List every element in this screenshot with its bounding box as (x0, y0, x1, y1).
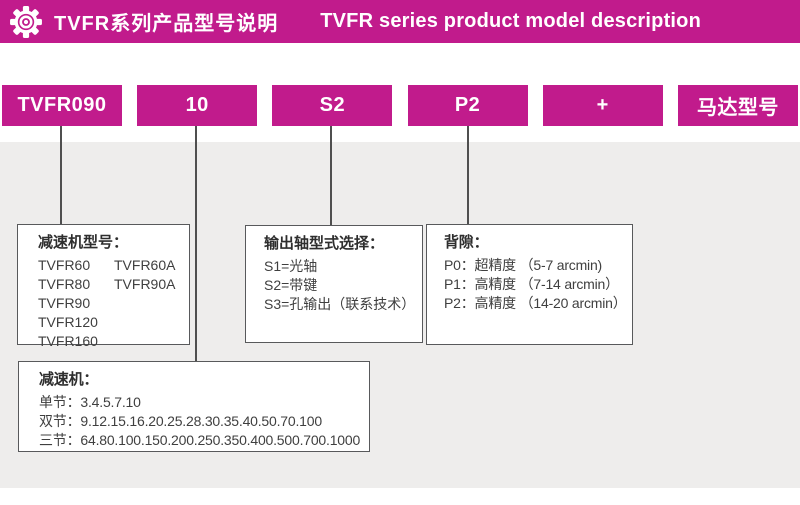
model-cell: TVFR90A (114, 276, 176, 292)
gear-icon (8, 4, 44, 40)
list-item: 双节：9.12.15.16.20.25.28.30.35.40.50.70.10… (39, 413, 322, 429)
segment-plus: + (542, 85, 663, 126)
list-item: P1：高精度 （7-14 arcmin） (444, 276, 619, 292)
model-code-row: TVFR090 10 S2 P2 + 马达型号 (2, 85, 798, 126)
box-reducer-ratio: 减速机： 单节：3.4.5.7.10 双节：9.12.15.16.20.25.2… (18, 361, 370, 452)
connector-line-output-shaft (330, 126, 332, 225)
list-item: P0：超精度 （5-7 arcmin) (444, 257, 603, 273)
model-cell: TVFR80 (38, 276, 91, 292)
list-item: P2：高精度 （14-20 arcmin） (444, 295, 627, 311)
table-row: TVFR160 (38, 332, 189, 351)
connector-line-backlash (467, 126, 469, 224)
segment-output-shaft: S2 (272, 85, 393, 126)
box-reducer-models: 减速机型号： TVFR60 TVFR60A TVFR80 TVFR90A TVF… (17, 224, 190, 349)
box-reducer-models-title: 减速机型号： (38, 234, 129, 251)
model-cell: TVFR60 (38, 257, 91, 273)
segment-ratio: 10 (137, 85, 258, 126)
list-item: 三节：64.80.100.150.200.250.350.400.500.700… (39, 432, 361, 448)
model-cell: TVFR90 (38, 295, 91, 311)
model-cell: TVFR160 (38, 333, 98, 349)
model-cell: TVFR60A (114, 257, 176, 273)
table-row: TVFR60 TVFR60A (38, 256, 189, 275)
segment-reducer-model: TVFR090 (2, 85, 122, 126)
segment-backlash: P2 (407, 85, 528, 126)
table-row: TVFR80 TVFR90A (38, 275, 189, 294)
model-cell: TVFR120 (38, 314, 98, 330)
page-title-en: TVFR series product model description (320, 10, 702, 32)
list-item: S2=带键 (264, 277, 318, 293)
list-item: S1=光轴 (264, 258, 318, 274)
table-row: TVFR120 (38, 313, 189, 332)
box-backlash: 背隙： P0：超精度 （5-7 arcmin) P1：高精度 （7-14 arc… (426, 224, 633, 345)
box-output-shaft: 输出轴型式选择： S1=光轴 S2=带键 S3=孔输出（联系技术） (245, 225, 423, 343)
box-backlash-title: 背隙： (444, 234, 489, 251)
segment-motor-model: 马达型号 (677, 85, 798, 126)
header-bar: TVFR系列产品型号说明 TVFR series product model d… (0, 0, 800, 43)
list-item: 单节：3.4.5.7.10 (39, 394, 141, 410)
box-reducer-ratio-title: 减速机： (39, 371, 99, 388)
list-item: S3=孔输出（联系技术） (264, 296, 416, 312)
box-output-shaft-title: 输出轴型式选择： (264, 235, 385, 252)
connector-line-ratio (195, 126, 197, 361)
page-title-zh: TVFR系列产品型号说明 (54, 13, 279, 35)
table-row: TVFR90 (38, 294, 189, 313)
connector-line-reducer-model (60, 126, 62, 224)
